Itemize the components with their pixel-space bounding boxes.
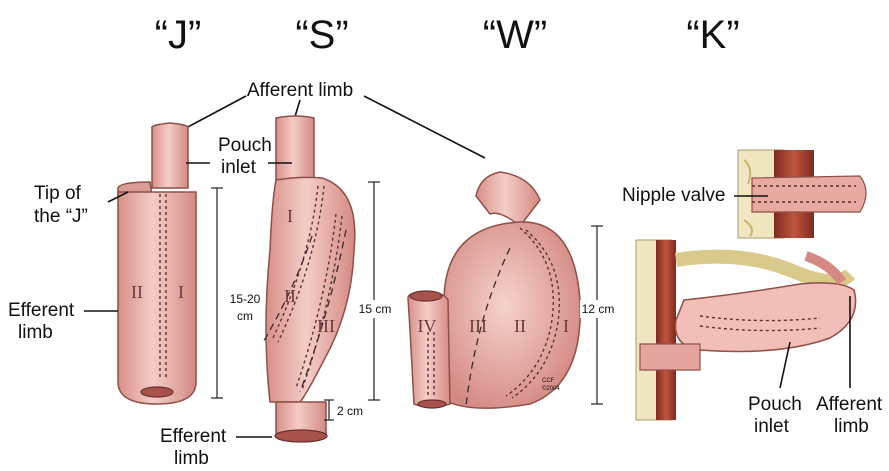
j-tip-label-1: Tip of bbox=[34, 183, 82, 204]
s-pouch-inlet-2: inlet bbox=[221, 157, 257, 178]
w-roman-3: II bbox=[514, 316, 526, 336]
j-efferent-label-2: limb bbox=[18, 322, 53, 343]
title-j: “J” bbox=[155, 13, 202, 57]
s-efferent-label-2: limb bbox=[174, 448, 209, 469]
s-efferent-label-1: Efferent bbox=[160, 426, 227, 447]
k-nipple-valve-illustration bbox=[738, 150, 866, 238]
w-credit-2: ©2004 bbox=[542, 385, 560, 392]
j-efferent-label-1: Efferent bbox=[8, 300, 75, 321]
s-measure-small: 2 cm bbox=[337, 404, 363, 418]
k-pouch-illustration bbox=[636, 240, 856, 420]
j-measure-1: 15-20 bbox=[230, 292, 261, 306]
j-roman-left: II bbox=[131, 282, 143, 302]
s-pouch: I II III bbox=[262, 116, 355, 442]
k-pouch-inlet-1: Pouch bbox=[748, 394, 802, 415]
j-dimension bbox=[211, 188, 223, 398]
j-tip-label-2: the “J” bbox=[34, 206, 88, 227]
s-roman-3: III bbox=[317, 316, 335, 336]
j-measure-2: cm bbox=[237, 309, 253, 323]
k-nipple-valve-label: Nipple valve bbox=[622, 185, 726, 206]
title-s: “S” bbox=[295, 13, 348, 57]
w-roman-2: III bbox=[469, 316, 487, 336]
w-credit-1: CCF bbox=[542, 378, 555, 384]
title-k: “K” bbox=[686, 13, 739, 57]
afferent-limb-label: Afferent limb bbox=[247, 80, 353, 101]
s-roman-2: II bbox=[284, 286, 296, 306]
title-w: “W” bbox=[483, 13, 547, 57]
k-pouch-inlet-2: inlet bbox=[754, 416, 790, 437]
w-roman-1: IV bbox=[418, 316, 437, 336]
j-pouch: II I bbox=[118, 123, 196, 404]
k-afferent-label-1: Afferent bbox=[816, 394, 883, 415]
w-measure: 12 cm bbox=[582, 302, 615, 316]
s-pouch-inlet-1: Pouch bbox=[218, 135, 272, 156]
w-roman-4: I bbox=[563, 316, 569, 336]
s-measure: 15 cm bbox=[359, 302, 392, 316]
k-afferent-label-2: limb bbox=[834, 416, 869, 437]
s-roman-1: I bbox=[287, 206, 293, 226]
j-roman-right: I bbox=[178, 282, 184, 302]
w-pouch: IV III II I CCF ©2004 bbox=[408, 172, 580, 408]
